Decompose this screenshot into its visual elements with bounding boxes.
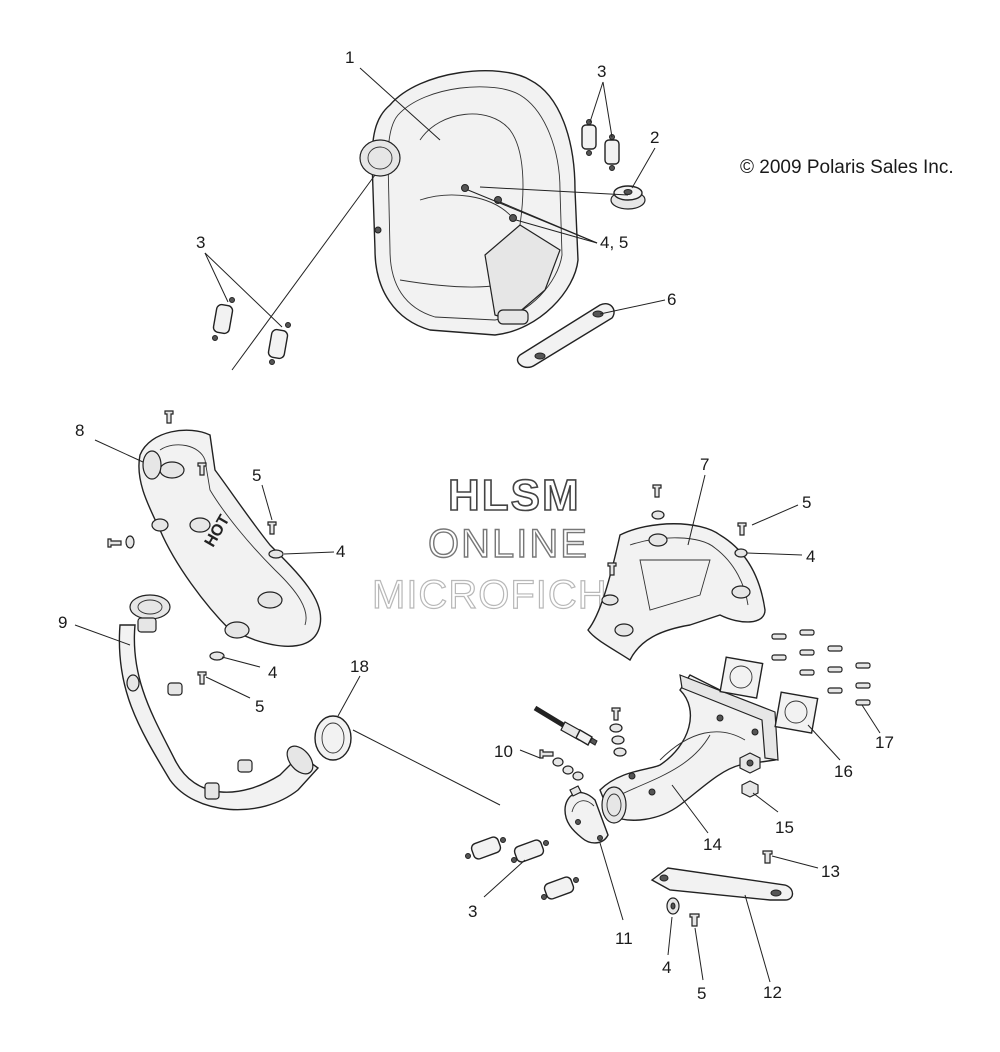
callout-13: 13 [821,862,840,881]
shield-fasteners-left [107,410,284,685]
callout-4-5-muffler: 4, 5 [600,233,628,252]
isolator-set-bottom [465,836,579,900]
callout-3-top: 3 [597,62,606,81]
callout-3-bottom: 3 [468,902,477,921]
isolator-pair-top [581,119,620,171]
isolator-pair-left [212,297,291,365]
grommet-part [610,185,646,210]
clamp-part-11 [564,785,609,844]
bracket-part-12 [650,867,794,901]
watermark-line3: MICROFICHE [372,573,635,617]
callout-12: 12 [763,983,782,1002]
callout-4-pipe: 4 [268,663,277,682]
oxygen-sensor-10 [533,705,598,746]
gasket-ring-18 [314,715,352,761]
bolt-13 [762,850,773,864]
muffler-part [359,70,579,336]
callout-17: 17 [875,733,894,752]
callout-1: 1 [345,48,354,67]
callout-15: 15 [775,818,794,837]
callout-6: 6 [667,290,676,309]
heat-shield-left: HOT [138,429,322,647]
watermark-line1: HLSM [448,471,581,520]
callout-5-right-shield: 5 [802,493,811,512]
callout-16: 16 [834,762,853,781]
callout-14: 14 [703,835,722,854]
callout-18: 18 [350,657,369,676]
callout-11: 11 [615,929,633,948]
callout-2: 2 [650,128,659,147]
exhaust-pipe-part-9 [118,594,320,811]
callout-5-left-shield: 5 [252,466,261,485]
manifold-studs-17 [771,629,871,706]
callout-4-bottom: 4 [662,958,671,977]
bottom-fasteners [666,897,700,927]
flange-nut-15 [739,752,761,798]
manifold-gaskets-16 [719,656,819,734]
callout-4-right-shield: 4 [806,547,815,566]
shield-fasteners-right [607,484,748,576]
exhaust-manifold-14 [599,674,779,824]
callout-7: 7 [700,455,709,474]
bracket-part-6 [516,303,615,369]
heat-shield-right [587,523,766,662]
copyright-notice: © 2009 Polaris Sales Inc. [740,157,954,178]
callout-4-left-shield: 4 [336,542,345,561]
callout-10: 10 [494,742,513,761]
callout-5-bottom: 5 [697,984,706,1003]
callout-3-left: 3 [196,233,205,252]
callout-8: 8 [75,421,84,440]
watermark-line2: ONLINE [428,522,589,566]
callout-9: 9 [58,613,67,632]
callout-5-pipe: 5 [255,697,264,716]
bolt-washer-stack [539,707,627,781]
